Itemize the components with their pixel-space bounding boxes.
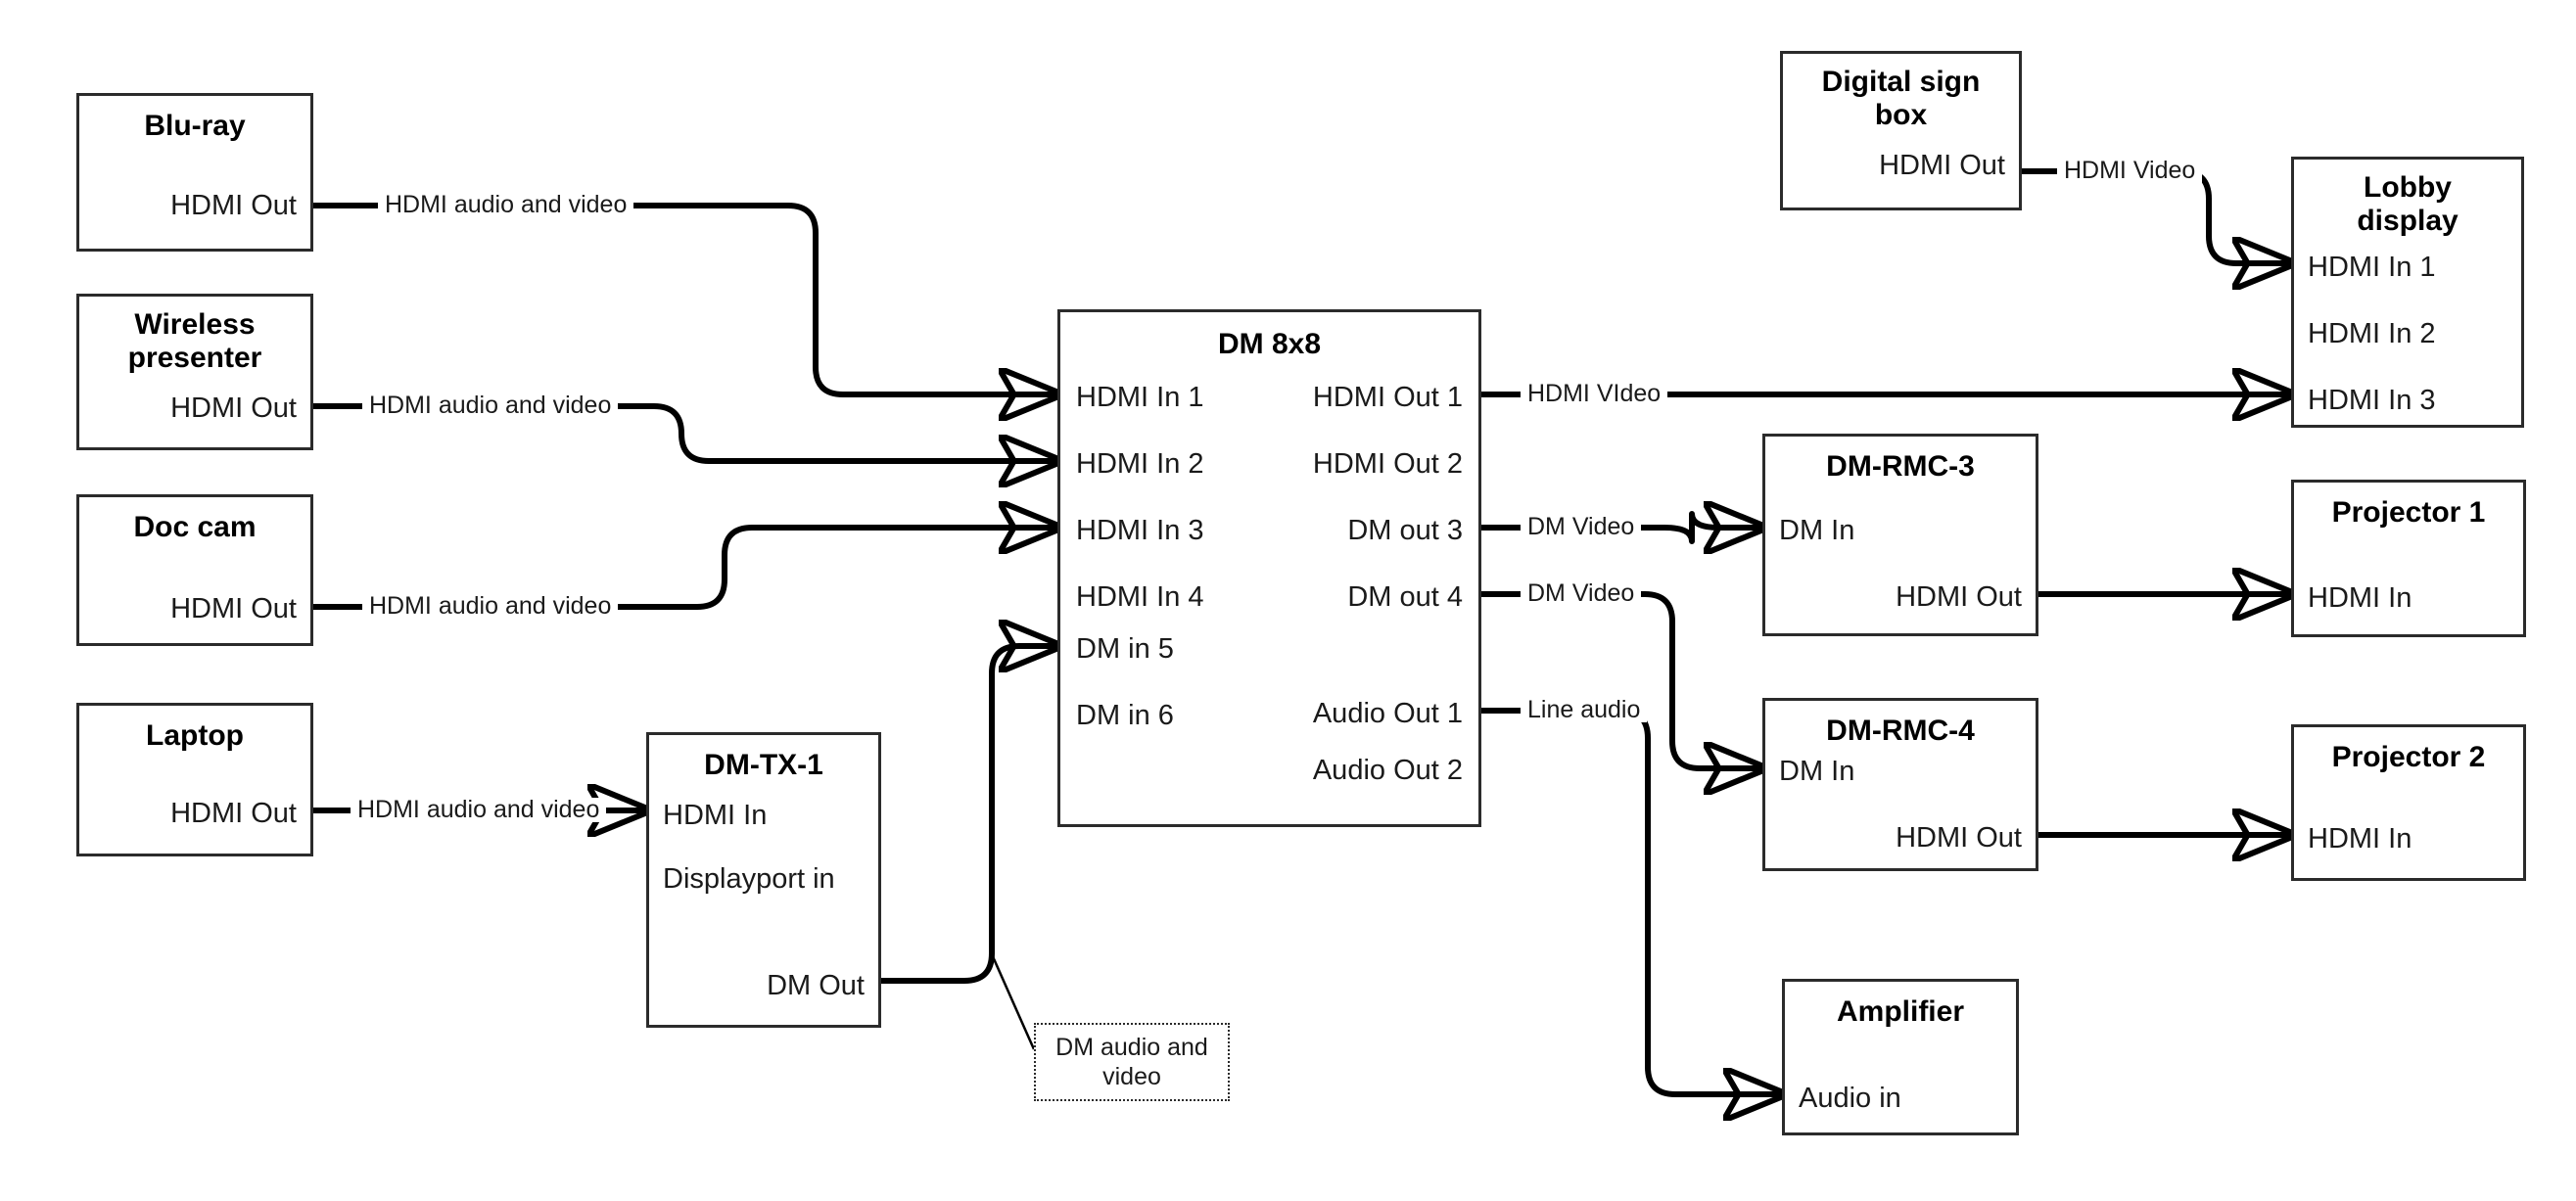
node-projector-2-title: Projector 2 — [2331, 741, 2486, 773]
node-dm-8x8-input-hdmi-in-4: HDMI In 4 — [1076, 581, 1204, 613]
edge-label-dmout3-to-rmc3: DM Video — [1521, 515, 1642, 539]
node-dm-8x8-input-hdmi-in-1: HDMI In 1 — [1076, 382, 1204, 413]
node-dm-8x8-output-hdmi-out-1: HDMI Out 1 — [1312, 382, 1463, 413]
edge-label-doccam-to-dm: HDMI audio and video — [362, 594, 619, 619]
node-dm-8x8-output-dm-out-4: DM out 4 — [1347, 581, 1463, 613]
node-dm-8x8-input-dm-in-6: DM in 6 — [1076, 700, 1174, 731]
node-dm-tx-1-port-hdmi-in: HDMI In — [663, 800, 768, 831]
node-dm-8x8-input-hdmi-in-3: HDMI In 3 — [1076, 515, 1204, 546]
node-lobby-display-port-hdmi-in-3: HDMI In 3 — [2308, 385, 2436, 416]
node-laptop-port-hdmi-out: HDMI Out — [170, 798, 297, 829]
node-dm-rmc-4-port-hdmi-out: HDMI Out — [1896, 822, 2022, 854]
node-dm-rmc-3-port-dm-in: DM In — [1779, 515, 1855, 546]
node-dm-rmc-4[interactable]: DM-RMC-4 DM In HDMI Out — [1762, 698, 2038, 871]
node-laptop-title: Laptop — [146, 719, 244, 752]
edge-label-sign-to-lobby: HDMI Video — [2057, 159, 2203, 183]
node-laptop[interactable]: Laptop HDMI Out — [76, 703, 313, 856]
node-digital-sign-box-title: Digital sign box — [1821, 66, 1981, 131]
node-dm-8x8-output-audio-out-1: Audio Out 1 — [1312, 698, 1463, 729]
node-dm-8x8-output-dm-out-3: DM out 3 — [1347, 515, 1463, 546]
node-lobby-display-title: Lobby display — [2357, 171, 2459, 237]
node-dm-8x8-title: DM 8x8 — [1217, 328, 1322, 360]
node-dm-tx-1-title: DM-TX-1 — [704, 749, 823, 781]
edge-label-bluray-to-dm: HDMI audio and video — [378, 193, 634, 217]
node-projector-2-port-hdmi-in: HDMI In — [2308, 823, 2412, 855]
node-wireless-presenter-title: Wireless presenter — [127, 308, 262, 374]
node-lobby-display-port-hdmi-in-1: HDMI In 1 — [2308, 252, 2436, 283]
node-dm-rmc-3-port-hdmi-out: HDMI Out — [1896, 581, 2022, 613]
node-dm-8x8-input-dm-in-5: DM in 5 — [1076, 633, 1174, 665]
node-bluray[interactable]: Blu-ray HDMI Out — [76, 93, 313, 252]
node-digital-sign-box-port-hdmi-out: HDMI Out — [1879, 150, 2005, 181]
node-lobby-display-port-hdmi-in-2: HDMI In 2 — [2308, 318, 2436, 349]
node-dm-8x8[interactable]: DM 8x8 HDMI In 1 HDMI In 2 HDMI In 3 HDM… — [1057, 309, 1481, 827]
node-bluray-title: Blu-ray — [144, 110, 246, 142]
node-amplifier-port-audio-in: Audio in — [1799, 1083, 1901, 1114]
node-dm-tx-1-port-dm-out: DM Out — [767, 970, 865, 1001]
node-dm-rmc-4-title: DM-RMC-4 — [1826, 715, 1975, 747]
edge-label-dmout4-to-rmc4: DM Video — [1521, 581, 1642, 606]
node-dm-rmc-3-title: DM-RMC-3 — [1826, 450, 1975, 483]
node-projector-1-port-hdmi-in: HDMI In — [2308, 582, 2412, 614]
node-doc-cam-port-hdmi-out: HDMI Out — [170, 593, 297, 624]
node-projector-2[interactable]: Projector 2 HDMI In — [2291, 724, 2526, 881]
node-dm-8x8-input-hdmi-in-2: HDMI In 2 — [1076, 448, 1204, 480]
node-dm-8x8-output-audio-out-2: Audio Out 2 — [1312, 755, 1463, 786]
node-doc-cam-title: Doc cam — [133, 511, 257, 543]
edge-label-audioout1-to-amp: Line audio — [1521, 698, 1648, 722]
node-digital-sign-box[interactable]: Digital sign box HDMI Out — [1780, 51, 2022, 210]
node-wireless-presenter[interactable]: Wireless presenter HDMI Out — [76, 294, 313, 450]
node-amplifier-title: Amplifier — [1836, 995, 1965, 1028]
node-projector-1[interactable]: Projector 1 HDMI In — [2291, 480, 2526, 637]
node-dm-rmc-4-port-dm-in: DM In — [1779, 756, 1855, 787]
node-dm-tx-1-port-displayport-in: Displayport in — [663, 863, 835, 895]
node-projector-1-title: Projector 1 — [2331, 496, 2486, 529]
callout-dm-audio-and-video: DM audio and video — [1034, 1023, 1230, 1101]
node-wireless-presenter-port-hdmi-out: HDMI Out — [170, 393, 297, 424]
node-lobby-display[interactable]: Lobby display HDMI In 1 HDMI In 2 HDMI I… — [2291, 157, 2524, 428]
node-doc-cam[interactable]: Doc cam HDMI Out — [76, 494, 313, 646]
node-dm-8x8-output-hdmi-out-2: HDMI Out 2 — [1312, 448, 1463, 480]
edge-label-wireless-to-dm: HDMI audio and video — [362, 393, 619, 418]
node-dm-tx-1[interactable]: DM-TX-1 HDMI In Displayport in DM Out — [646, 732, 881, 1028]
node-amplifier[interactable]: Amplifier Audio in — [1782, 979, 2019, 1135]
node-bluray-port-hdmi-out: HDMI Out — [170, 190, 297, 221]
node-dm-rmc-3[interactable]: DM-RMC-3 DM In HDMI Out — [1762, 434, 2038, 636]
edge-label-hdmiout1-to-lobby: HDMI VIdeo — [1521, 382, 1668, 406]
edge-label-laptop-to-tx: HDMI audio and video — [351, 798, 607, 822]
